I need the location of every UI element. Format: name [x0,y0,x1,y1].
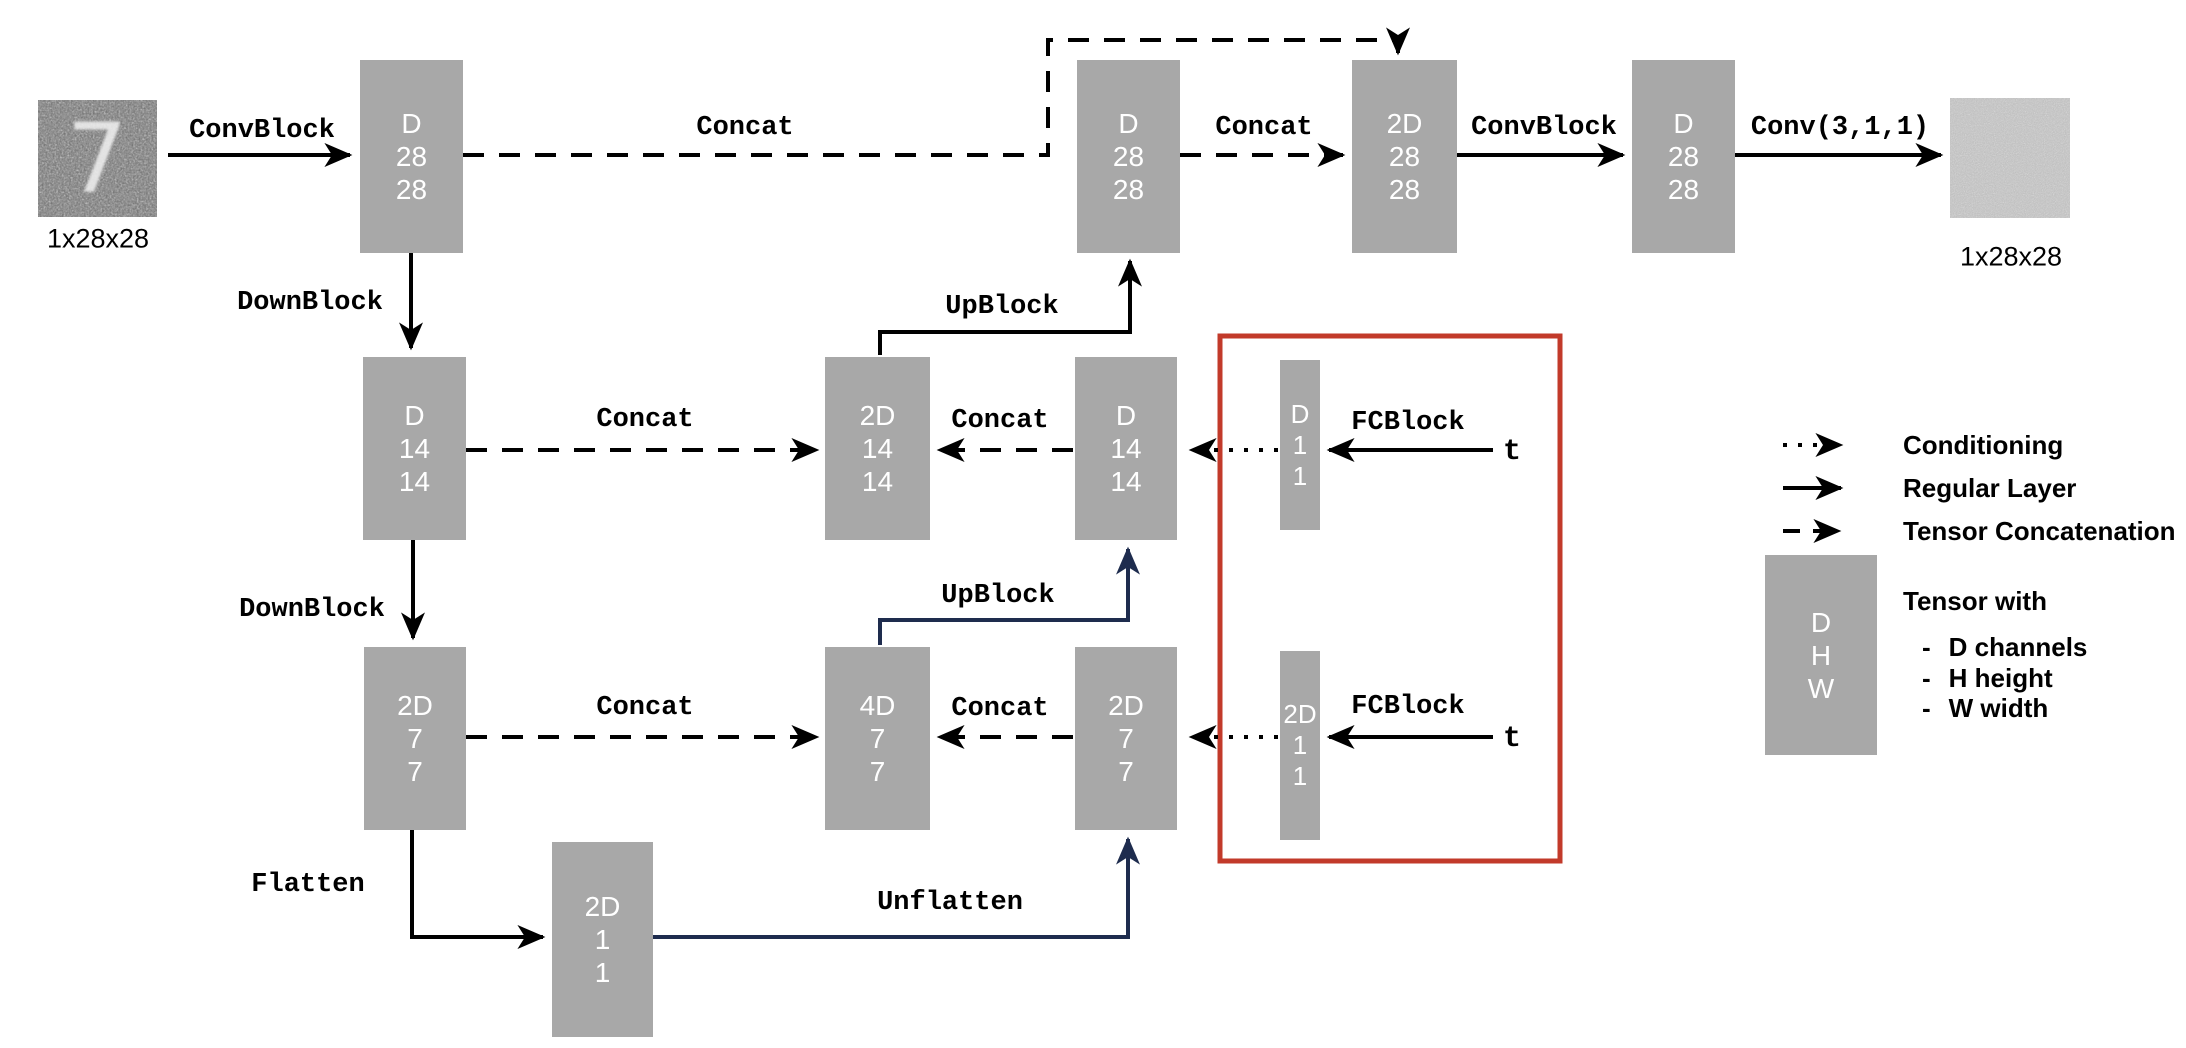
upblock-arrow-1 [878,258,1142,355]
bullet-dash: - [1922,693,1931,723]
legend-bullet-width: - W width [1922,693,2049,723]
downblock-label-1: DownBlock [237,288,383,318]
skip-concat-path-28 [463,27,1410,157]
input-digit-glyph: 7 [66,103,127,215]
unflatten-arrow [653,836,1140,939]
legend-regular-layer-label: Regular Layer [1903,473,2077,503]
timestep-label-2: t [1502,722,1522,756]
downblock-label-2: DownBlock [239,595,385,625]
concat-label-7: Concat [951,694,1049,724]
skip-concat-label-7: Concat [596,693,694,723]
flatten-label: Flatten [251,870,365,900]
output-noise-image [1950,98,2070,218]
legend-tensor-title: Tensor with [1903,586,2047,616]
fcblock-label-2: FCBlock [1351,692,1465,722]
concat-label-14: Concat [951,406,1049,436]
legend-conditioning-label: Conditioning [1903,430,2064,460]
conv311-label: Conv(3,1,1) [1750,113,1930,143]
bullet-dash: - [1922,632,1931,662]
output-image-caption: 1x28x28 [1959,241,2063,272]
upblock-arrow-2 [878,546,1140,645]
upblock-label-1: UpBlock [945,292,1059,322]
upblock-label-2: UpBlock [941,581,1055,611]
legend-bullet-channels: - D channels [1922,632,2088,662]
concat-label-28: Concat [1215,113,1313,143]
skip-concat-label-14: Concat [596,405,694,435]
unflatten-label: Unflatten [877,888,1023,918]
timestep-label-1: t [1502,435,1522,469]
legend-tensor-concat-label: Tensor Concatenation [1903,516,2176,546]
convblock-label-2: ConvBlock [1471,113,1617,143]
bullet-dash: - [1922,663,1931,693]
legend-bullet-height: - H height [1922,663,2053,693]
fcblock-label-1: FCBlock [1351,408,1465,438]
convblock-label-1: ConvBlock [189,116,335,146]
skip-concat-label-28: Concat [696,113,794,143]
conditioning-red-box [1217,333,1563,864]
input-digit-image: 7 [38,100,157,217]
input-image-caption: 1x28x28 [46,223,150,254]
flatten-arrow [410,830,546,949]
